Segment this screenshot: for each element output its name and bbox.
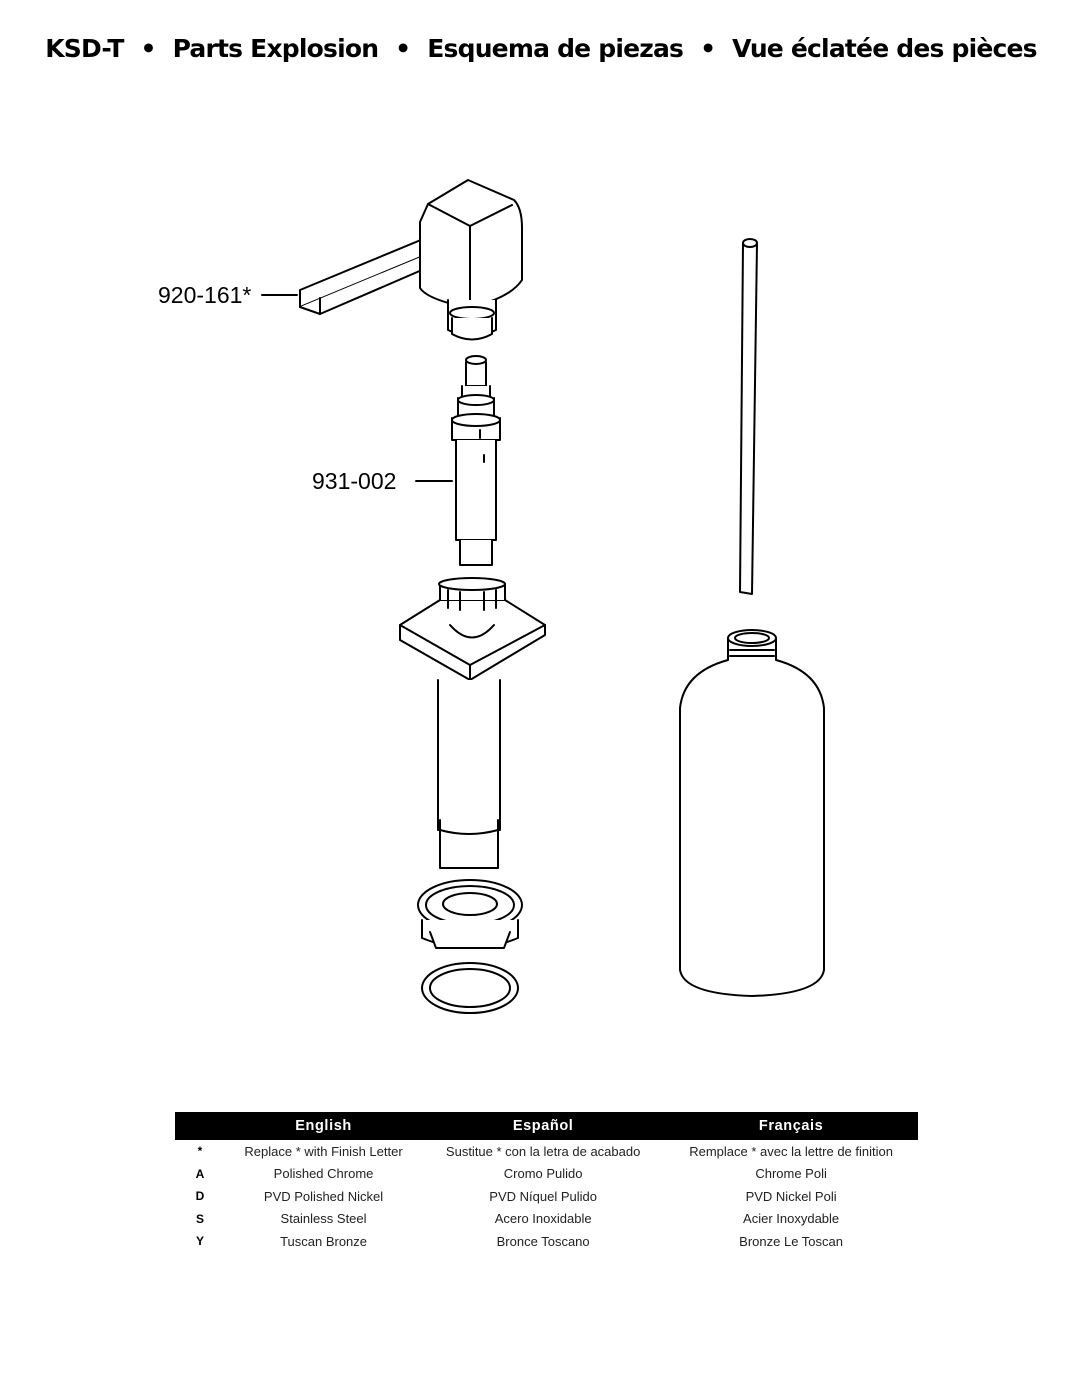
callout-part-931-002: 931-002 — [312, 468, 397, 494]
legend-row: S Stainless Steel Acero Inoxidable Acier… — [175, 1208, 918, 1231]
finish-english: Tuscan Bronze — [280, 1233, 368, 1249]
title-separator: • — [140, 34, 156, 63]
legend-row: D PVD Polished Nickel PVD Níquel Pulido … — [175, 1185, 918, 1208]
title-spanish: Esquema de piezas — [427, 34, 684, 63]
title-separator: • — [395, 34, 411, 63]
finish-code: S — [195, 1211, 204, 1226]
finish-english: PVD Polished Nickel — [263, 1188, 384, 1204]
mounting-nut-part — [417, 879, 523, 949]
parts-explosion-drawing — [261, 179, 825, 1014]
flange-body-part — [399, 577, 546, 869]
finish-french: Acier Inoxydable — [743, 1211, 840, 1227]
pump-cylinder-part — [451, 355, 501, 566]
finish-french: PVD Nickel Poli — [745, 1188, 837, 1204]
finish-code: A — [195, 1166, 205, 1181]
legend-row: A Polished Chrome Cromo Pulido Chrome Po… — [175, 1163, 918, 1186]
pump-head-part — [299, 179, 523, 341]
finish-spanish: Acero Inoxidable — [494, 1211, 592, 1227]
finish-french: Remplace * avec la lettre de finition — [689, 1143, 893, 1159]
finish-legend-table: English Español Français * Replace * wit… — [175, 1112, 918, 1253]
legend-header-code — [175, 1112, 225, 1140]
finish-spanish: Sustitue * con la letra de acabado — [445, 1143, 641, 1159]
finish-spanish: Cromo Pulido — [503, 1166, 583, 1182]
finish-english: Replace * with Finish Letter — [244, 1143, 403, 1159]
model-number: KSD-T — [45, 34, 124, 63]
finish-spanish: PVD Níquel Pulido — [489, 1188, 597, 1204]
gasket-part — [421, 962, 519, 1014]
finish-code: * — [197, 1144, 203, 1159]
finish-code: Y — [195, 1234, 204, 1249]
legend-header-english: English — [225, 1112, 423, 1140]
finish-spanish: Bronce Toscano — [496, 1233, 590, 1249]
finish-french: Chrome Poli — [755, 1166, 827, 1182]
legend-row: Y Tuscan Bronze Bronce Toscano Bronze Le… — [175, 1230, 918, 1253]
soap-bottle-part — [679, 629, 825, 997]
finish-french: Bronze Le Toscan — [739, 1233, 844, 1249]
finish-code: D — [195, 1189, 205, 1204]
legend-header-row: English Español Français — [175, 1112, 918, 1140]
title-separator: • — [700, 34, 716, 63]
legend-header-spanish: Español — [422, 1112, 665, 1140]
legend-row: * Replace * with Finish Letter Sustitue … — [175, 1140, 918, 1163]
supply-tube-part — [739, 238, 758, 595]
finish-english: Polished Chrome — [273, 1166, 374, 1182]
page-title: KSD-T • Parts Explosion • Esquema de pie… — [0, 34, 1082, 63]
finish-english: Stainless Steel — [280, 1211, 367, 1227]
callout-part-920-161: 920-161* — [158, 282, 252, 308]
title-french: Vue éclatée des pièces — [732, 34, 1037, 63]
title-english: Parts Explosion — [172, 34, 379, 63]
legend-header-french: Français — [664, 1112, 918, 1140]
